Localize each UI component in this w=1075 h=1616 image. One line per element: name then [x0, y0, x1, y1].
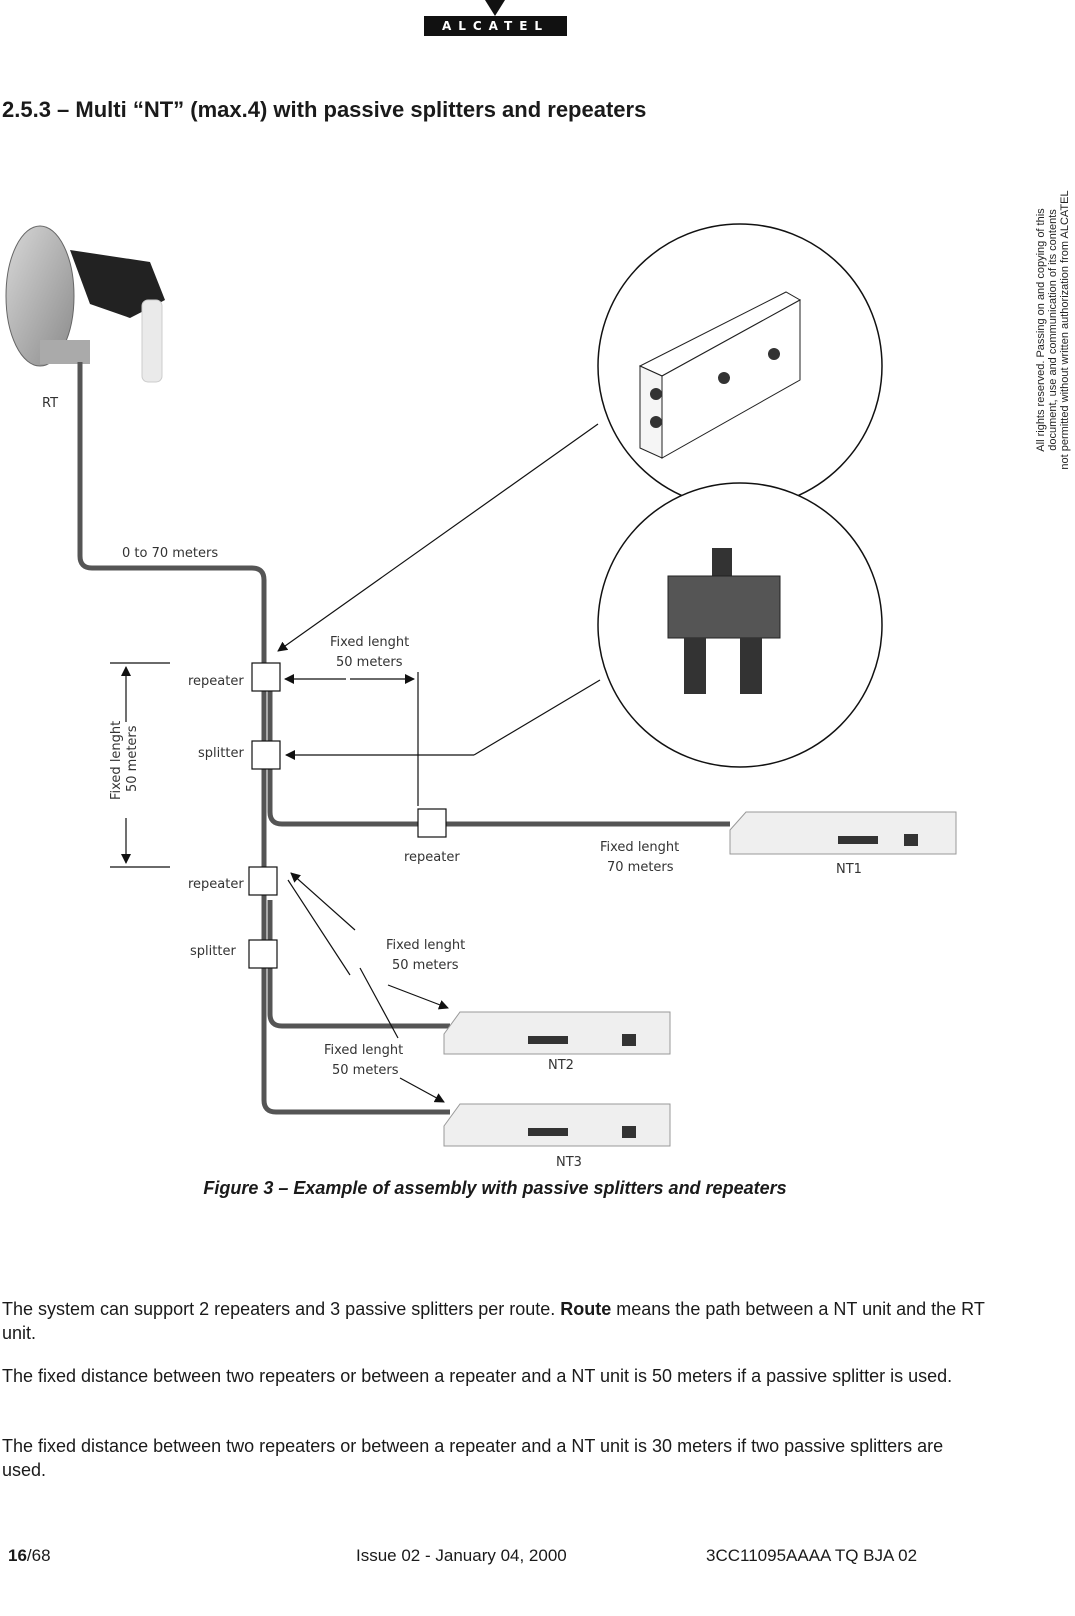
splitter-detail-icon — [597, 482, 883, 768]
nt1-label: NT1 — [836, 862, 862, 877]
main-cable — [77, 362, 730, 1115]
fixed-length-4-line1: Fixed lenght — [324, 1043, 403, 1058]
nt1-unit-icon — [729, 811, 957, 855]
page-current: 16 — [8, 1546, 27, 1565]
vertical-fixed-line2: 50 meters — [125, 725, 140, 792]
vertical-fixed-line1: Fixed lenght — [109, 721, 124, 800]
vertical-dimension — [110, 662, 170, 868]
splitter-label-bottom: splitter — [190, 944, 236, 959]
repeater-label-mid: repeater — [404, 850, 460, 865]
cable-length-rt: 0 to 70 meters — [122, 546, 218, 561]
section-heading: 2.5.3 – Multi “NT” (max.4) with passive … — [2, 97, 647, 122]
alcatel-logo: ALCATEL — [424, 0, 567, 38]
fixed-length-2-line2: 70 meters — [607, 860, 674, 875]
page-number: 16/68 — [8, 1546, 51, 1566]
copyright-notice: All rights reserved. Passing on and copy… — [1035, 180, 1071, 480]
splitter-box-top — [251, 740, 281, 770]
paragraph-two-splitters: The fixed distance between two repeaters… — [2, 1436, 944, 1480]
paragraph-one-splitter: The fixed distance between two repeaters… — [2, 1366, 953, 1386]
splitter-callout-line — [473, 679, 601, 756]
bottom-dimension-arrows — [287, 872, 449, 1103]
copyright-line-3: not permitted without written authorizat… — [1059, 190, 1071, 470]
repeater-detail-icon — [597, 223, 883, 509]
splitter-box-bottom — [248, 939, 278, 969]
fixed-length-3-line2: 50 meters — [392, 958, 459, 973]
route-term: Route — [560, 1299, 612, 1319]
paragraph-route: The system can support 2 repeaters and 3… — [2, 1297, 992, 1345]
logo-triangle — [485, 0, 505, 16]
document-reference: 3CC11095AAAA TQ BJA 02 — [706, 1546, 918, 1565]
splitter-label-top: splitter — [198, 746, 244, 761]
nt3-label: NT3 — [556, 1155, 582, 1170]
nt2-label: NT2 — [548, 1058, 574, 1073]
repeater-box-bottom — [248, 866, 278, 896]
copyright-line-2: document, use and communication of its c… — [1047, 209, 1059, 451]
fixed-length-1-line1: Fixed lenght — [330, 635, 409, 650]
repeater-label-top: repeater — [188, 674, 244, 689]
repeater-callout-arrow — [277, 423, 599, 652]
issue-date: Issue 02 - January 04, 2000 — [356, 1546, 567, 1565]
nt2-unit-icon — [443, 1011, 671, 1055]
paragraph-route-post: means the path between a NT unit and the… — [2, 1299, 985, 1343]
fixed-length-1-line2: 50 meters — [336, 655, 403, 670]
repeater-box-top — [251, 662, 281, 692]
rt-antenna-icon — [5, 225, 165, 383]
copyright-line-1: All rights reserved. Passing on and copy… — [1035, 208, 1047, 452]
fixed-length-2-line1: Fixed lenght — [600, 840, 679, 855]
fixed-length-4-line2: 50 meters — [332, 1063, 399, 1078]
fixed-length-3-line1: Fixed lenght — [386, 938, 465, 953]
repeater-box-mid — [417, 808, 447, 838]
logo-text: ALCATEL — [424, 16, 567, 36]
paragraph-route-pre: The system can support 2 repeaters and 3… — [2, 1299, 561, 1319]
assembly-diagram: RT 0 to 70 meters repeater splitter repe… — [5, 223, 957, 1170]
rt-label: RT — [42, 396, 58, 411]
figure-caption: Figure 3 – Example of assembly with pass… — [203, 1178, 787, 1198]
repeater-label-bottom: repeater — [188, 877, 244, 892]
page-total: /68 — [26, 1546, 51, 1565]
horizontal-dimension-top — [284, 672, 419, 806]
nt3-unit-icon — [443, 1103, 671, 1147]
